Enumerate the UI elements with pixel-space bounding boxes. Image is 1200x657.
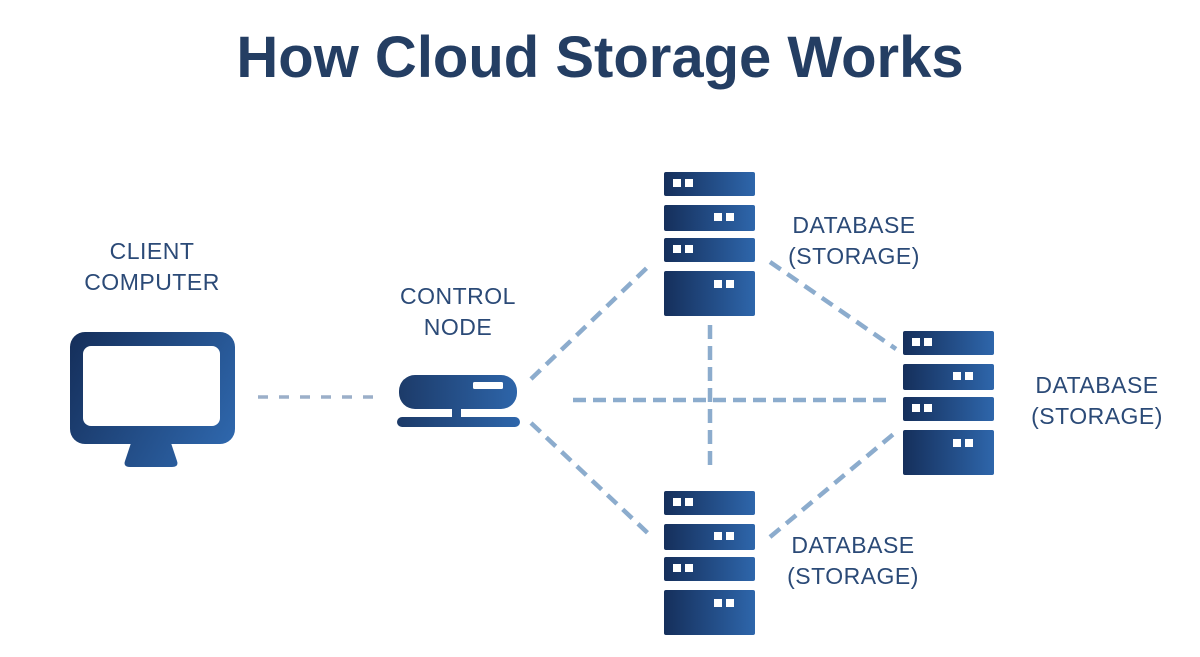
control-node-label: CONTROL NODE bbox=[338, 281, 578, 343]
database-top-label-line1: DATABASE bbox=[792, 212, 916, 238]
edge-database-bottom-right bbox=[768, 430, 898, 539]
desktop-computer-icon bbox=[70, 332, 235, 467]
control-node-slot bbox=[473, 382, 503, 389]
database-bottom-label: DATABASE (STORAGE) bbox=[733, 530, 973, 592]
control-node-icon bbox=[397, 375, 520, 427]
client-computer-label-line2: COMPUTER bbox=[84, 269, 220, 295]
database-top-label: DATABASE (STORAGE) bbox=[734, 210, 974, 272]
monitor-stand bbox=[124, 440, 178, 467]
monitor-screen bbox=[83, 346, 220, 426]
database-bottom-label-line1: DATABASE bbox=[791, 532, 915, 558]
client-computer-label-line1: CLIENT bbox=[109, 238, 195, 264]
control-node-label-line2: NODE bbox=[423, 314, 493, 340]
database-right-label-line1: DATABASE bbox=[1035, 372, 1159, 398]
control-node-base bbox=[397, 417, 520, 427]
database-right-label: DATABASE (STORAGE) bbox=[977, 370, 1200, 432]
edge-database-top-right bbox=[768, 260, 898, 351]
control-node-body bbox=[399, 375, 517, 409]
edge-control-database-bottom bbox=[529, 421, 654, 539]
database-top-label-line2: (STORAGE) bbox=[788, 243, 920, 269]
connector-edges bbox=[258, 260, 898, 539]
database-bottom-label-line2: (STORAGE) bbox=[787, 563, 919, 589]
client-computer-label: CLIENT COMPUTER bbox=[32, 236, 272, 298]
diagram-title: How Cloud Storage Works bbox=[236, 25, 964, 90]
control-node-label-line1: CONTROL bbox=[400, 283, 516, 309]
control-node-stem bbox=[452, 405, 461, 421]
edge-control-database-top bbox=[529, 261, 654, 381]
database-right-label-line2: (STORAGE) bbox=[1031, 403, 1163, 429]
